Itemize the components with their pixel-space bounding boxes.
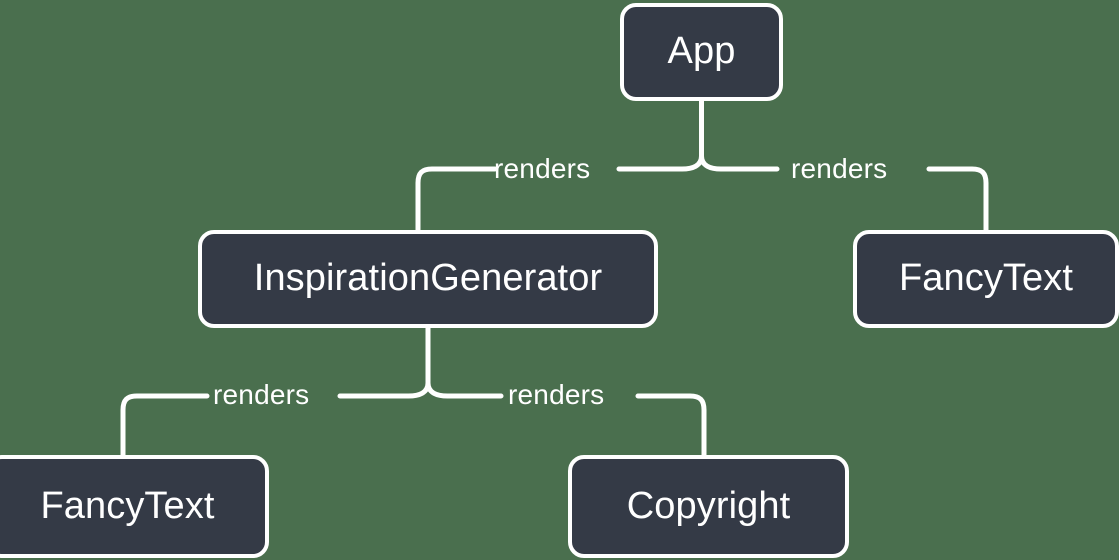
node-fancytext-right-label: FancyText — [898, 257, 1074, 299]
edge-label-inspiration-generator-to-fancytext-left: renders — [213, 379, 310, 410]
node-inspiration-generator[interactable]: InspirationGenerator — [198, 230, 658, 328]
edge-label-app-to-fancytext-right: renders — [791, 153, 888, 184]
node-copyright-label: Copyright — [626, 484, 791, 527]
edge-label-inspiration-generator-to-copyright: renders — [508, 379, 605, 410]
edge-label-app-to-inspiration-generator: renders — [494, 153, 591, 184]
node-app[interactable]: App — [620, 3, 783, 101]
node-fancytext-left-label: FancyText — [40, 484, 215, 527]
node-copyright[interactable]: Copyright — [568, 455, 849, 558]
node-app-label: App — [667, 30, 736, 72]
node-fancytext-left[interactable]: FancyText — [0, 455, 269, 558]
node-fancytext-right[interactable]: FancyText — [853, 230, 1119, 328]
node-inspiration-generator-label: InspirationGenerator — [253, 257, 603, 299]
